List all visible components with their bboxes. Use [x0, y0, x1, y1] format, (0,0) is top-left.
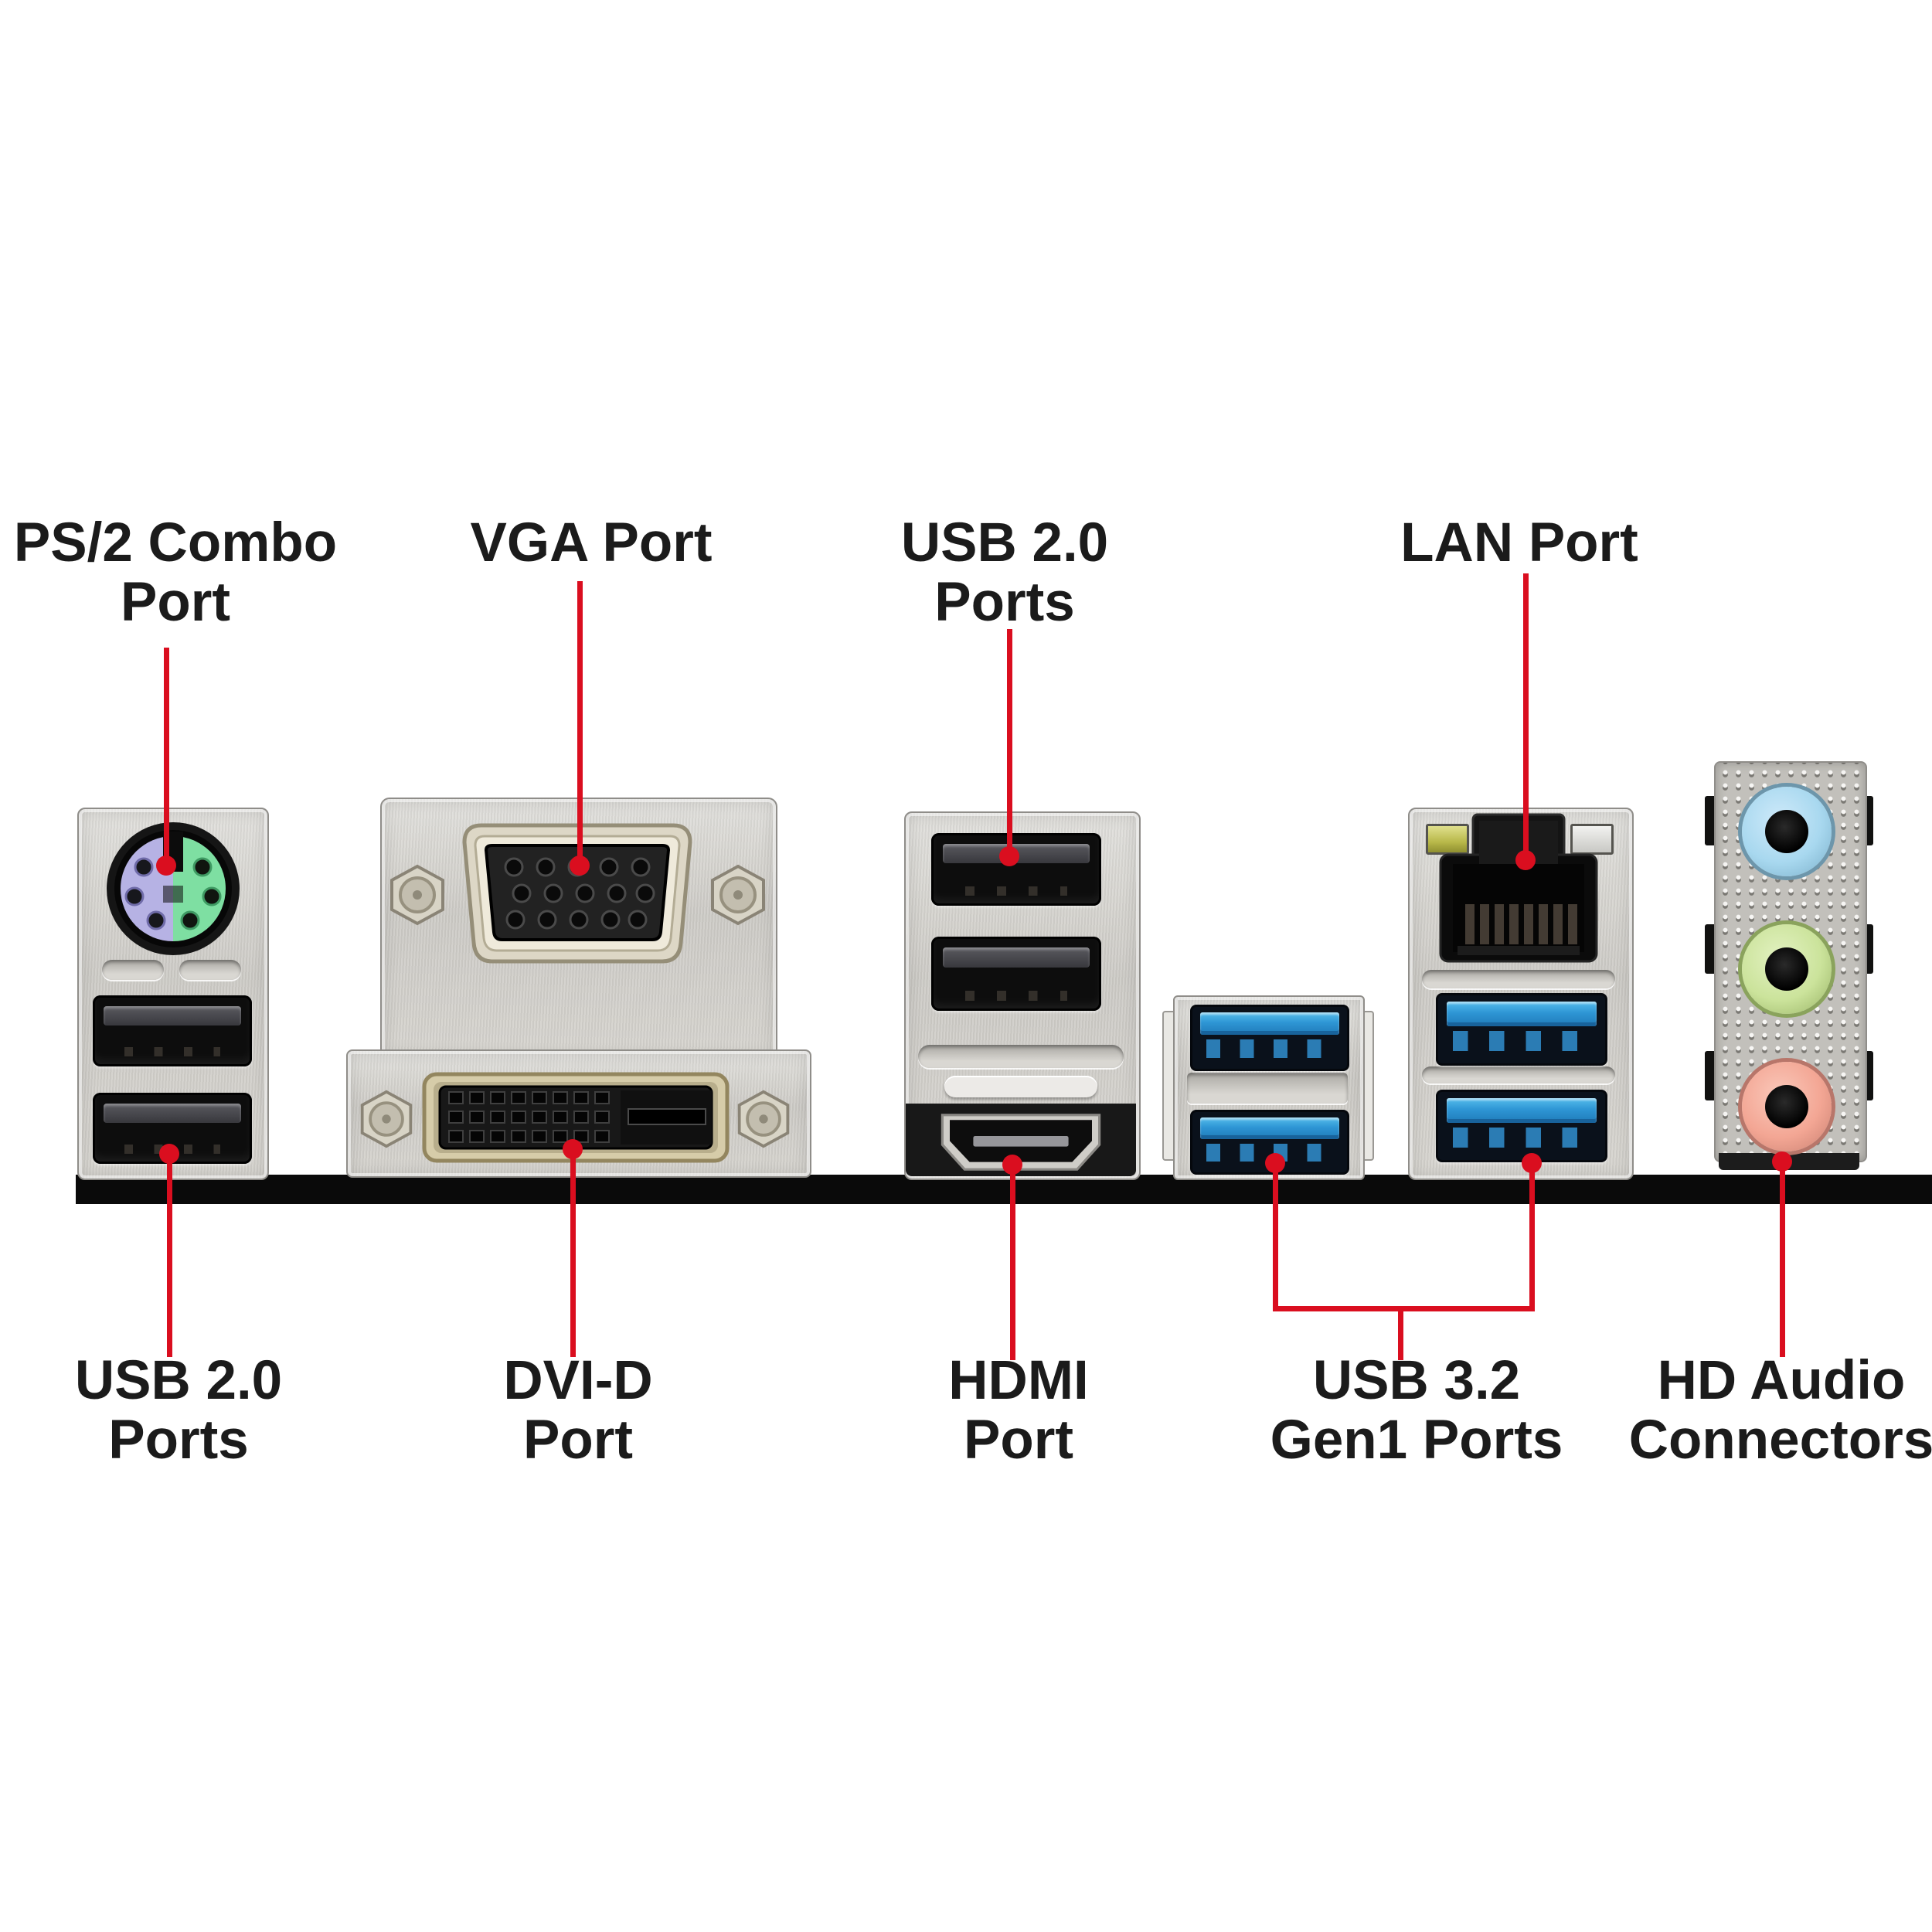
plate-slot: [918, 1045, 1124, 1068]
callout-dot-lan: [1515, 850, 1536, 870]
hdmi-port-icon: [940, 1114, 1101, 1171]
usb-tongue: [1200, 1012, 1339, 1035]
label-lan-port: LAN Port: [1318, 513, 1720, 573]
callout-dot-ps2: [156, 855, 176, 876]
usb-pins: [124, 1047, 220, 1057]
usb3-port-icon: [1190, 1005, 1349, 1071]
label-hdaudio-line1: HD Audio: [1657, 1350, 1906, 1411]
lan-led-activity-icon: [1426, 824, 1469, 855]
audio-jack-line-in-icon: [1742, 787, 1832, 876]
usb-pins: [965, 886, 1067, 896]
label-dvi-d-port: DVI-D Port: [377, 1351, 779, 1470]
ps2-combo-port-icon: [107, 822, 240, 955]
label-usb2-ports-top: USB 2.0 Ports: [804, 513, 1206, 632]
usb3-port-icon: [1436, 993, 1607, 1066]
callout-dot-usb2-bottom: [159, 1144, 179, 1164]
usb2-port-icon: [931, 833, 1101, 906]
callout-line-dvi: [570, 1148, 576, 1357]
usb-pins: [1453, 1127, 1590, 1148]
label-vga-port: VGA Port: [390, 513, 792, 573]
callout-bracket-usb32: [1273, 1306, 1535, 1311]
audio-jack-mic-in-icon: [1742, 1062, 1832, 1151]
rj45-lan-port-icon: [1439, 813, 1598, 963]
callout-dot-hdmi: [1002, 1155, 1022, 1175]
callout-line-vga: [577, 581, 583, 866]
plate-latch: [944, 1076, 1097, 1097]
label-usb32-gen1-ports: USB 3.2 Gen1 Ports: [1216, 1351, 1617, 1470]
label-usb2top-line1: USB 2.0: [900, 512, 1109, 573]
usb-tongue: [943, 947, 1090, 968]
usb-pins: [1453, 1030, 1590, 1052]
callout-dot-vga: [570, 855, 590, 876]
vga-port-icon: [462, 823, 692, 964]
label-dvi-line2: Port: [523, 1410, 633, 1471]
plate-slot: [1422, 1066, 1615, 1083]
usb-tongue: [1446, 1097, 1597, 1123]
label-usb2top-line2: Ports: [934, 572, 1075, 633]
usb-tongue: [1200, 1117, 1339, 1140]
audio-jack-hole: [1765, 810, 1808, 853]
audio-jack-line-out-icon: [1742, 924, 1832, 1014]
label-ps2-line1: PS/2 Combo: [13, 512, 338, 573]
label-ps2-combo-port: PS/2 Combo Port: [0, 513, 376, 632]
lan-led-link-icon: [1570, 824, 1614, 855]
label-usb32-line1: USB 3.2: [1312, 1350, 1521, 1411]
callout-dot-hd-audio: [1772, 1151, 1792, 1172]
label-usb2-ports-bottom: USB 2.0 Ports: [0, 1351, 379, 1470]
screw-post-icon: [711, 864, 765, 926]
callout-dot-usb32-right: [1522, 1153, 1542, 1173]
label-lan-line1: LAN Port: [1400, 512, 1638, 573]
usb-pins: [1206, 1039, 1333, 1058]
callout-line-lan: [1523, 573, 1529, 856]
screw-post-icon: [360, 1090, 413, 1148]
label-hdmi-port: HDMI Port: [818, 1351, 1219, 1470]
usb-tongue: [104, 1005, 241, 1026]
label-usb2btm-line2: Ports: [108, 1410, 249, 1471]
plate-slot: [102, 960, 164, 980]
audio-jack-hole: [1765, 1085, 1808, 1128]
callout-dot-usb32-left: [1265, 1153, 1285, 1173]
usb3-port-icon: [1436, 1090, 1607, 1162]
callout-drop-usb32: [1398, 1306, 1403, 1360]
usb2-port-icon: [93, 995, 252, 1066]
plate-slot: [179, 960, 241, 980]
dvi-d-port-icon: [422, 1072, 730, 1163]
usb3-divider: [1187, 1073, 1348, 1104]
callout-line-usb32-right: [1529, 1162, 1535, 1311]
plate-slot: [1422, 970, 1615, 988]
label-hdmi-line2: Port: [964, 1410, 1073, 1471]
label-ps2-line2: Port: [121, 572, 230, 633]
usb-pins: [965, 991, 1067, 1001]
screw-post-icon: [737, 1090, 790, 1148]
callout-dot-dvi: [563, 1139, 583, 1159]
callout-line-usb32-left: [1273, 1162, 1278, 1311]
callout-line-hd-audio: [1780, 1161, 1785, 1357]
label-dvi-line1: DVI-D: [503, 1350, 653, 1411]
callout-line-usb2-bottom: [167, 1153, 172, 1357]
label-usb32-line2: Gen1 Ports: [1270, 1410, 1563, 1471]
callout-line-ps2: [164, 648, 169, 866]
label-hd-audio-connectors: HD Audio Connectors: [1580, 1351, 1932, 1470]
usb2-port-icon: [931, 937, 1101, 1011]
label-hdaudio-line2: Connectors: [1628, 1410, 1932, 1471]
screw-post-icon: [390, 864, 444, 926]
label-vga-line1: VGA Port: [470, 512, 713, 573]
callout-line-hdmi: [1010, 1164, 1015, 1360]
audio-jack-hole: [1765, 947, 1808, 991]
label-usb2btm-line1: USB 2.0: [74, 1350, 283, 1411]
callout-dot-usb2-top: [999, 846, 1019, 866]
usb-tongue: [104, 1103, 241, 1123]
label-hdmi-line1: HDMI: [948, 1350, 1089, 1411]
usb-tongue: [1446, 1001, 1597, 1026]
usb-pins: [1206, 1143, 1333, 1162]
callout-line-usb2-top: [1007, 629, 1012, 856]
